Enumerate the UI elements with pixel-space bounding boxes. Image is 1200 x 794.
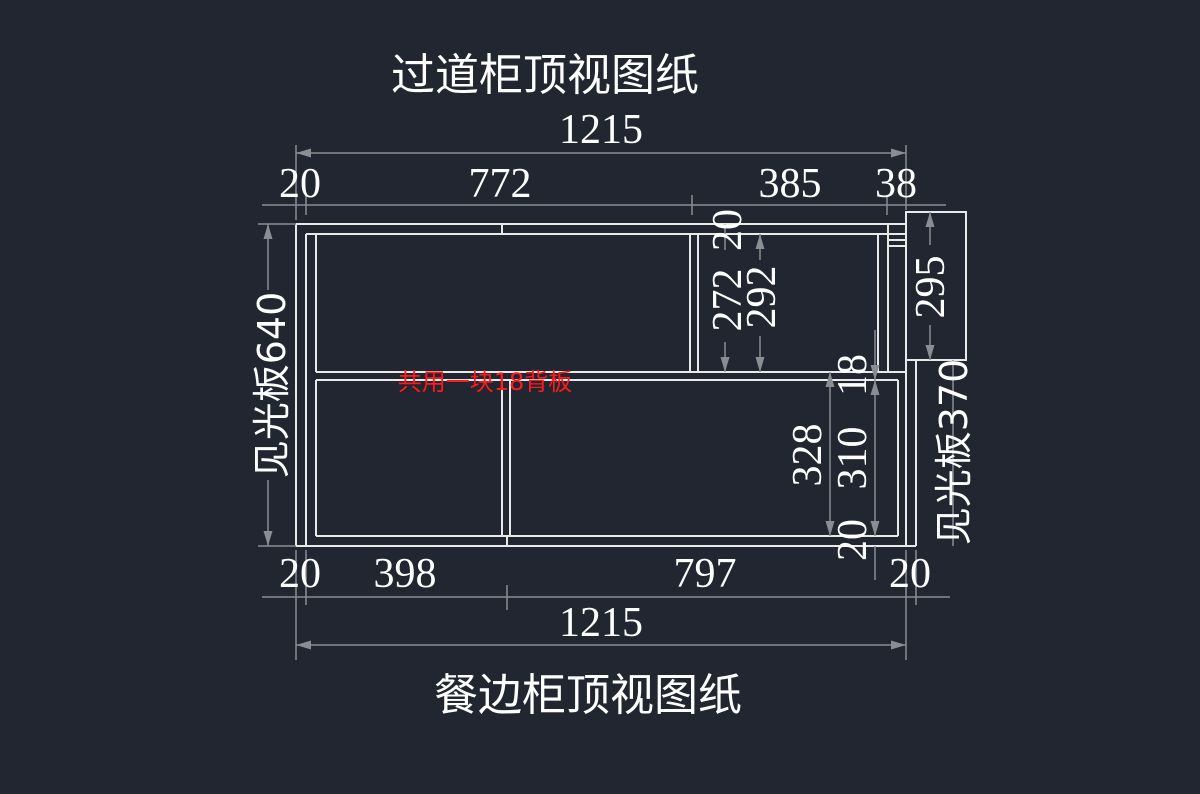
dim-lower-328: 328	[785, 424, 831, 487]
dim-top-total: 1215	[559, 107, 643, 153]
dim-bottom-right-20: 20	[889, 551, 931, 597]
dim-bottom-total: 1215	[559, 600, 643, 646]
dim-top-left: 20	[279, 161, 321, 207]
dim-bottom-398: 398	[374, 551, 437, 597]
dim-lower-20: 20	[830, 519, 876, 561]
dim-bottom-797: 797	[674, 551, 737, 597]
dimension-lines	[258, 145, 954, 660]
dim-bottom-left-20: 20	[279, 551, 321, 597]
cabinet-outline	[295, 211, 967, 547]
dim-upper-20: 20	[705, 209, 751, 251]
dim-right-box-295: 295	[908, 256, 954, 319]
dim-lower-310: 310	[830, 427, 876, 490]
dim-top-38: 38	[875, 161, 917, 207]
top-title: 过道柜顶视图纸	[391, 50, 699, 101]
dim-mid-18: 18	[830, 354, 876, 396]
dim-left-side: 见光板640	[250, 292, 294, 479]
dim-upper-292: 292	[739, 266, 785, 329]
bottom-title: 餐边柜顶视图纸	[434, 670, 742, 721]
dim-right-side: 见光板370	[932, 359, 976, 546]
back-panel-note: 共用一块18背板	[398, 368, 573, 396]
dim-top-385: 385	[759, 161, 822, 207]
dim-top-772: 772	[469, 161, 532, 207]
dim-upper-272: 272	[705, 269, 751, 332]
